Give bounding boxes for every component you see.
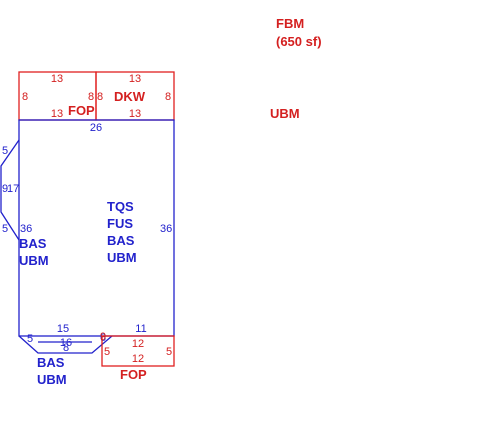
bay-dim-upper: 5 [2, 145, 8, 157]
main-dim-top: 26 [90, 122, 102, 134]
fop-top-label: FOP [68, 103, 95, 118]
fop-top-section[interactable]: 13 13 8 8 FOP [18, 71, 97, 121]
fop-bottom-dim-right: 5 [166, 346, 172, 358]
bay-dim-middle-a: 9 [2, 183, 8, 195]
fop-bottom-label: FOP [120, 367, 147, 382]
dkw-label: DKW [114, 89, 146, 104]
bay-outline [0, 139, 20, 241]
fop-bottom-outline [101, 335, 175, 367]
bas-left-labels: BAS UBM [19, 236, 49, 268]
main-label-2: FUS [107, 216, 133, 231]
area-value: (650 sf) [276, 34, 322, 49]
bas-bottom-dim-right: 6 [100, 332, 106, 344]
dkw-section[interactable]: 13 13 8 8 DKW [95, 71, 175, 121]
main-dim-bottom-left: 15 [57, 323, 69, 335]
bas-bottom-dim-left: 5 [27, 333, 33, 345]
main-label-1: TQS [107, 199, 134, 214]
dkw-dim-bottom: 13 [129, 108, 141, 120]
main-label-4: UBM [107, 250, 137, 265]
dkw-dim-top: 13 [129, 73, 141, 85]
fop-top-dim-bottom: 13 [51, 108, 63, 120]
fop-top-dim-left: 8 [22, 91, 28, 103]
dkw-dim-right: 8 [165, 91, 171, 103]
bay-section[interactable]: 5 9 17 5 [0, 139, 20, 241]
area-summary: FBM (650 sf) UBM [270, 16, 322, 121]
bas-bottom-label-1: BAS [37, 355, 65, 370]
dkw-dim-left: 8 [97, 91, 103, 103]
fop-bottom-dim-left: 5 [104, 346, 110, 358]
fop-bottom-section[interactable]: 12 12 5 5 9 FOP [100, 331, 175, 382]
bay-dim-lower: 5 [2, 223, 8, 235]
bas-left-label-2: UBM [19, 253, 49, 268]
fop-bottom-dim-top: 12 [132, 338, 144, 350]
legend-code: UBM [270, 106, 300, 121]
main-section[interactable]: 26 36 36 15 11 TQS FUS BAS UBM [18, 119, 175, 337]
bas-bottom-dim-bottom: 8 [63, 342, 69, 354]
bay-dim-middle-b: 17 [7, 183, 19, 195]
fop-top-dim-top: 13 [51, 73, 63, 85]
main-dim-left: 36 [20, 223, 32, 235]
bas-left-label-1: BAS [19, 236, 47, 251]
bas-bottom-label-2: UBM [37, 372, 67, 387]
main-outline [18, 119, 175, 337]
area-code: FBM [276, 16, 304, 31]
bas-bottom-dim-top: 16 [60, 337, 72, 349]
main-label-3: BAS [107, 233, 135, 248]
fop-bottom-mark: 9 [100, 331, 106, 343]
main-dim-bottom-right: 11 [135, 323, 146, 335]
main-dim-right: 36 [160, 223, 172, 235]
fop-top-dim-right: 8 [88, 91, 94, 103]
fop-bottom-dim-bottom: 12 [132, 353, 144, 365]
bas-bottom-section[interactable]: 5 16 8 6 BAS UBM [18, 332, 113, 387]
